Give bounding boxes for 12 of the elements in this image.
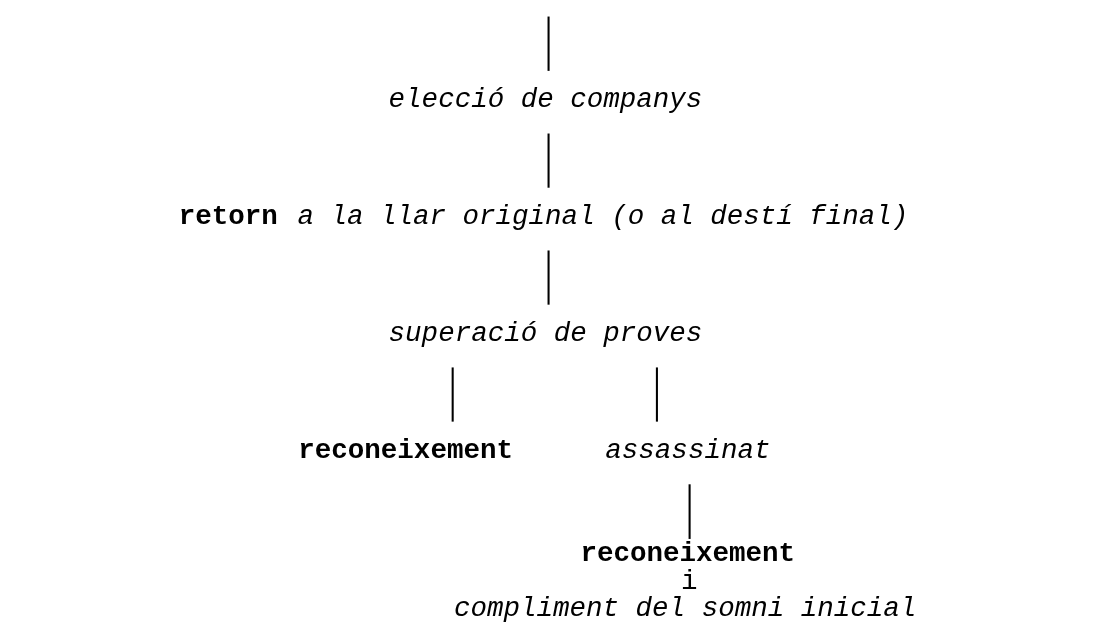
node-text: reconeixement xyxy=(298,434,513,466)
node-text: elecció de companys xyxy=(388,84,703,115)
connector xyxy=(547,133,550,188)
node-text: assassinat xyxy=(605,434,771,466)
connector xyxy=(451,367,454,422)
node-text: superació de proves xyxy=(388,317,703,349)
node-text: retorn a la llar original (o al destí final) xyxy=(178,200,909,232)
connector xyxy=(688,484,691,539)
node-text: reconeixement i compliment del somni inicial xyxy=(453,538,917,625)
connector xyxy=(547,250,550,305)
connector xyxy=(547,16,550,71)
connector xyxy=(655,367,658,422)
